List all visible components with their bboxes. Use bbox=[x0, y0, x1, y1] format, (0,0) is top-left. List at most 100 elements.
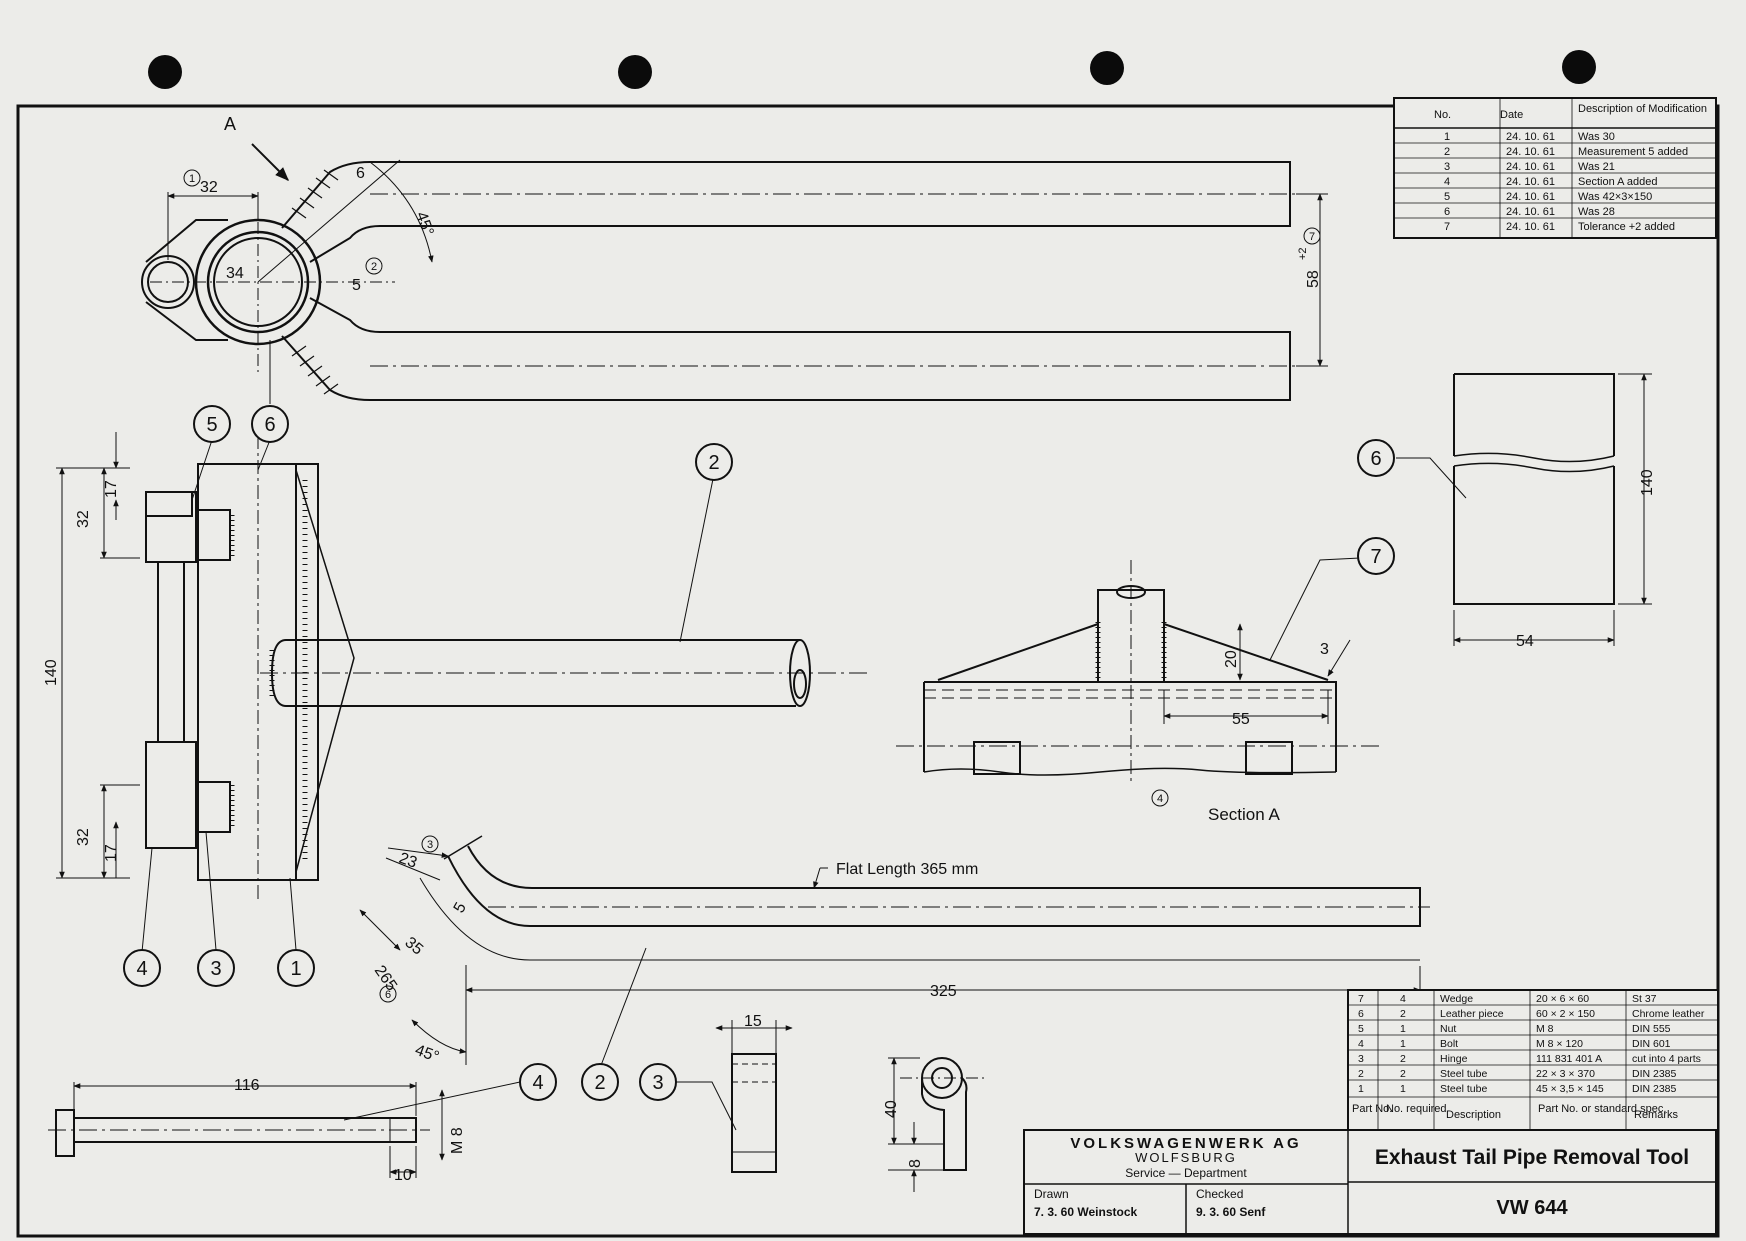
section-a-view bbox=[896, 557, 1380, 784]
punch-hole bbox=[148, 55, 182, 89]
dim-label: 54 bbox=[1516, 633, 1534, 650]
parts-cell: Steel tube bbox=[1440, 1068, 1487, 1080]
parts-cell: 4 bbox=[1358, 1038, 1364, 1050]
callout-text: 1 bbox=[290, 958, 301, 980]
parts-cell: Leather piece bbox=[1440, 1008, 1504, 1020]
callout-2-arm bbox=[581, 1063, 619, 1101]
revision-cell: Measurement 5 added bbox=[1578, 146, 1688, 158]
revision-cell: 24. 10. 61 bbox=[1506, 221, 1555, 233]
dim-label: 32 bbox=[200, 179, 218, 196]
revision-cell: 24. 10. 61 bbox=[1506, 161, 1555, 173]
dim-label: 23 bbox=[397, 850, 420, 872]
revision-cell: Was 30 bbox=[1578, 131, 1615, 143]
callout-text: 6 bbox=[1370, 448, 1381, 470]
parts-cell: DIN 2385 bbox=[1632, 1068, 1677, 1080]
leather-piece-view bbox=[1396, 373, 1652, 646]
ref-mark: 3 bbox=[427, 839, 433, 851]
parts-cell: 1 bbox=[1400, 1023, 1406, 1035]
drawing-title: Exhaust Tail Pipe Removal Tool bbox=[1375, 1146, 1689, 1169]
parts-cell: 2 bbox=[1400, 1008, 1406, 1020]
callout-5 bbox=[193, 405, 231, 443]
parts-cell: DIN 555 bbox=[1632, 1023, 1671, 1035]
parts-cell: Hinge bbox=[1440, 1053, 1468, 1065]
dim-label: 3 bbox=[1320, 641, 1329, 658]
parts-cell: Bolt bbox=[1440, 1038, 1458, 1050]
callout-text: 2 bbox=[594, 1072, 605, 1094]
bolt-view bbox=[48, 1081, 521, 1178]
punch-hole bbox=[1090, 51, 1124, 85]
parts-cell: 1 bbox=[1358, 1083, 1364, 1095]
revision-cell: Was 42×3×150 bbox=[1578, 191, 1652, 203]
company-name: VOLKSWAGENWERK AG bbox=[1070, 1135, 1301, 1152]
company-dept: Service — Department bbox=[1125, 1166, 1247, 1180]
parts-cell: 3 bbox=[1358, 1053, 1364, 1065]
revision-cell: 24. 10. 61 bbox=[1506, 176, 1555, 188]
dim-label: 5 bbox=[352, 277, 361, 294]
callout-4-bolt bbox=[519, 1063, 557, 1101]
callout-6-top bbox=[251, 405, 289, 443]
dim-label: 17 bbox=[103, 844, 120, 862]
parts-cell: 111 831 401 A bbox=[1536, 1053, 1602, 1065]
ref-mark: 1 bbox=[189, 173, 195, 185]
parts-cell: Wedge bbox=[1440, 993, 1473, 1005]
revision-cell: 24. 10. 61 bbox=[1506, 146, 1555, 158]
callout-7 bbox=[1357, 537, 1395, 575]
drawing-number: VW 644 bbox=[1496, 1197, 1568, 1219]
parts-cell: 20 × 6 × 60 bbox=[1536, 993, 1589, 1005]
dim-label: 35 bbox=[401, 934, 426, 959]
dim-label: 34 bbox=[226, 265, 244, 282]
parts-cell: 2 bbox=[1400, 1053, 1406, 1065]
revision-cell: Was 21 bbox=[1578, 161, 1615, 173]
ref-mark: 7 bbox=[1309, 231, 1315, 243]
revision-cell: Was 28 bbox=[1578, 206, 1615, 218]
callout-text: 3 bbox=[210, 958, 221, 980]
revision-cell: 3 bbox=[1444, 161, 1450, 173]
section-title: Section A bbox=[1208, 805, 1280, 824]
callout-text: 7 bbox=[1370, 546, 1381, 568]
parts-cell: 7 bbox=[1358, 993, 1364, 1005]
dim-label: 40 bbox=[883, 1100, 900, 1118]
punch-hole bbox=[618, 55, 652, 89]
rev-header: Description of Modification bbox=[1578, 103, 1707, 115]
callout-text: 4 bbox=[532, 1072, 543, 1094]
callout-1-front bbox=[277, 949, 315, 987]
dim-label: 8 bbox=[907, 1159, 924, 1168]
revision-cell: 24. 10. 61 bbox=[1506, 206, 1555, 218]
ref-mark: 4 bbox=[1157, 793, 1163, 805]
parts-cell: Nut bbox=[1440, 1023, 1456, 1035]
parts-cell: cut into 4 parts bbox=[1632, 1053, 1701, 1065]
clip-view bbox=[888, 1057, 984, 1192]
drawn-label: Drawn bbox=[1034, 1187, 1069, 1201]
parts-cell: 6 bbox=[1358, 1008, 1364, 1020]
dim-label: 10 bbox=[394, 1167, 412, 1184]
dim-label: 116 bbox=[234, 1077, 260, 1094]
callout-2-front bbox=[695, 443, 733, 481]
dim-label: 6 bbox=[356, 165, 365, 182]
revision-cell: 6 bbox=[1444, 206, 1450, 218]
rev-header: No. bbox=[1434, 109, 1451, 121]
dim-label: 45° bbox=[413, 1042, 442, 1066]
callout-circles bbox=[123, 405, 1395, 1101]
revision-cell: Tolerance +2 added bbox=[1578, 221, 1675, 233]
revision-cell: 24. 10. 61 bbox=[1506, 131, 1555, 143]
parts-cell: DIN 2385 bbox=[1632, 1083, 1677, 1095]
flat-length-label: Flat Length 365 mm bbox=[836, 861, 978, 878]
revision-cell: 5 bbox=[1444, 191, 1450, 203]
parts-cell: 60 × 2 × 150 bbox=[1536, 1008, 1595, 1020]
callout-text: 6 bbox=[264, 414, 275, 436]
parts-cell: Chrome leather bbox=[1632, 1008, 1705, 1020]
dim-label: 325 bbox=[930, 983, 957, 1000]
dim-label: 20 bbox=[1223, 650, 1240, 668]
dim-label: 140 bbox=[1639, 469, 1656, 496]
parts-cell: M 8 × 120 bbox=[1536, 1038, 1583, 1050]
parts-header: Description bbox=[1446, 1109, 1501, 1121]
callout-3-front bbox=[197, 949, 235, 987]
revision-cell: 4 bbox=[1444, 176, 1450, 188]
revision-cell: 1 bbox=[1444, 131, 1450, 143]
dim-label: 5 bbox=[451, 900, 470, 916]
revision-cell: Section A added bbox=[1578, 176, 1658, 188]
revision-cell: 24. 10. 61 bbox=[1506, 191, 1555, 203]
dim-label: 55 bbox=[1232, 711, 1250, 728]
